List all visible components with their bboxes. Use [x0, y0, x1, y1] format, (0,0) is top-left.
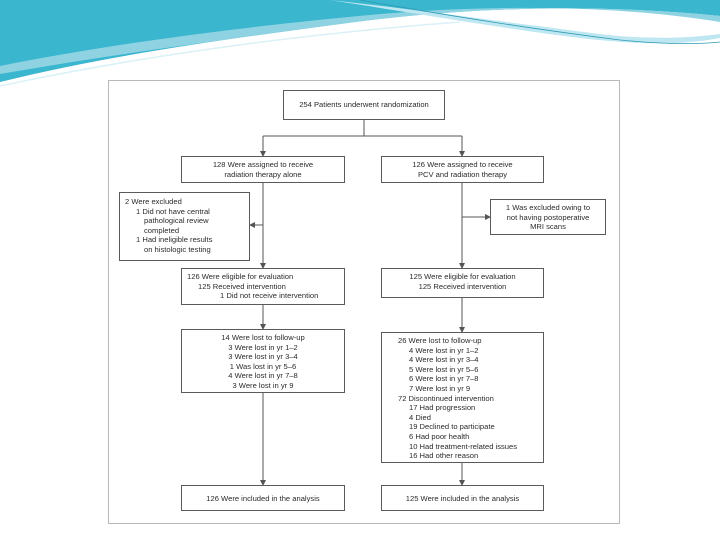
rt-assigned-box: 128 Were assigned to receive radiation t…: [181, 156, 345, 183]
rt-lost-item: 3 Were lost in yr 3–4: [228, 352, 298, 362]
rt-assigned-line-2: radiation therapy alone: [224, 169, 302, 179]
pcv-excluded-line: MRI scans: [530, 222, 566, 232]
pcv-excluded-box: 1 Was excluded owing to not having posto…: [490, 199, 606, 235]
pcv-lost-item: 6 Were lost in yr 7–8: [409, 374, 479, 384]
pcv-discontinued-item: 19 Declined to participate: [409, 422, 495, 432]
pcv-lost-discontinued-box: 26 Were lost to follow-up 4 Were lost in…: [381, 332, 544, 463]
pcv-discontinued-item: 10 Had treatment-related issues: [409, 441, 518, 451]
rt-lost-item: 3 Were lost in yr 1–2: [228, 342, 298, 352]
connector-random-split: [263, 120, 462, 137]
pcv-analysis-box: 125 Were included in the analysis: [381, 485, 544, 511]
randomization-box: 254 Patients underwent randomization: [283, 90, 445, 120]
pcv-lost-item: 7 Were lost in yr 9: [409, 383, 471, 393]
pcv-lost-item: 5 Were lost in yr 5–6: [409, 364, 479, 374]
pcv-discontinued-item: 6 Had poor health: [409, 431, 470, 441]
rt-assigned-line-1: 128 Were assigned to receive: [212, 160, 314, 169]
pcv-eligible-box: 125 Were eligible for evaluation 125 Rec…: [381, 268, 544, 298]
pcv-excluded-line: not having postoperative: [506, 212, 590, 222]
pcv-discontinued-item: 16 Had other reason: [409, 451, 479, 461]
pcv-lost-item: 4 Were lost in yr 1–2: [409, 345, 479, 355]
rt-excluded-title: 2 Were excluded: [125, 197, 182, 206]
rt-lost-item: 4 Were lost in yr 7–8: [228, 371, 298, 381]
pcv-assigned-line-2: PCV and radiation therapy: [417, 169, 508, 179]
rt-lost-title: 14 Were lost to follow-up: [221, 333, 305, 342]
rt-excluded-reason: 1 Had ineligible results: [136, 235, 213, 245]
rt-lost-item: 1 Was lost in yr 5–6: [229, 361, 297, 371]
rt-analysis-text: 126 Were included in the analysis: [206, 494, 320, 503]
rt-excluded-box: 2 Were excluded 1 Did not have central p…: [119, 192, 250, 261]
pcv-eligible-item: 125 Received intervention: [418, 281, 507, 291]
pcv-lost-title: 26 Were lost to follow-up: [398, 336, 482, 345]
rt-lost-box: 14 Were lost to follow-up 3 Were lost in…: [181, 329, 345, 393]
randomization-text: 254 Patients underwent randomization: [299, 100, 429, 109]
pcv-lost-item: 4 Were lost in yr 3–4: [409, 355, 479, 365]
rt-excluded-reason: 1 Did not have central: [136, 206, 210, 216]
rt-excluded-reason: pathological review: [144, 216, 209, 226]
pcv-discontinued-item: 17 Had progression: [409, 403, 476, 413]
rt-lost-item: 3 Were lost in yr 9: [232, 380, 294, 390]
rt-excluded-reason: completed: [144, 225, 180, 235]
pcv-excluded-line: 1 Was excluded owing to: [505, 203, 591, 212]
pcv-discontinued-title: 72 Discontinued intervention: [398, 393, 494, 403]
pcv-discontinued-item: 4 Died: [409, 412, 431, 422]
pcv-assigned-line-1: 126 Were assigned to receive: [412, 160, 513, 169]
rt-eligible-title: 126 Were eligible for evaluation: [187, 272, 294, 281]
rt-analysis-box: 126 Were included in the analysis: [181, 485, 345, 511]
rt-eligible-box: 126 Were eligible for evaluation 125 Rec…: [181, 268, 345, 305]
pcv-eligible-title: 125 Were eligible for evaluation: [409, 272, 516, 281]
rt-excluded-reason: on histologic testing: [144, 244, 211, 254]
rt-eligible-item: 125 Received intervention: [198, 281, 286, 291]
header-wave-decoration: [0, 0, 720, 87]
rt-eligible-item: 1 Did not receive intervention: [220, 291, 319, 301]
pcv-analysis-text: 125 Were included in the analysis: [405, 494, 520, 503]
pcv-assigned-box: 126 Were assigned to receive PCV and rad…: [381, 156, 544, 183]
